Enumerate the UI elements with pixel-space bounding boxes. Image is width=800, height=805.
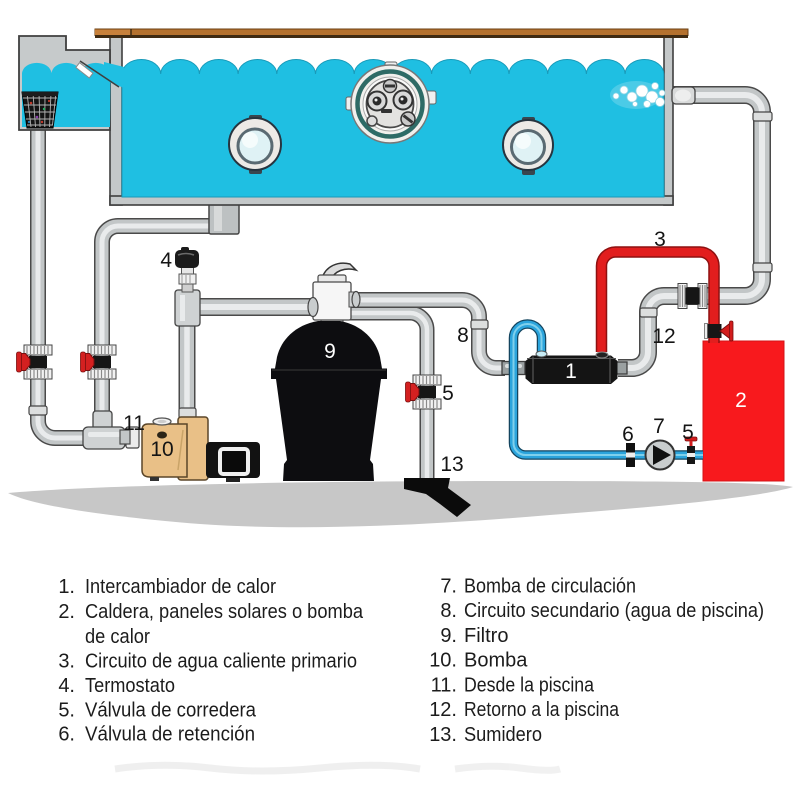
svg-text:Circuito secundario (agua de p: Circuito secundario (agua de piscina)	[464, 600, 764, 622]
svg-text:de calor: de calor	[85, 626, 150, 648]
svg-text:Desde la piscina: Desde la piscina	[464, 674, 595, 696]
svg-text:Filtro: Filtro	[464, 625, 508, 647]
svg-text:10.: 10.	[429, 650, 457, 672]
svg-text:5: 5	[682, 421, 694, 444]
svg-text:7.: 7.	[440, 576, 457, 598]
svg-text:Circuito de agua caliente prim: Circuito de agua caliente primario	[85, 651, 357, 673]
svg-text:5: 5	[442, 382, 454, 405]
svg-text:Bomba de circulación: Bomba de circulación	[464, 576, 636, 598]
svg-text:9: 9	[324, 340, 336, 363]
svg-text:Retorno a la piscina: Retorno a la piscina	[464, 699, 620, 721]
svg-text:13: 13	[440, 453, 463, 476]
svg-text:4: 4	[160, 249, 172, 272]
svg-text:Válvula de retención: Válvula de retención	[85, 724, 255, 746]
svg-text:11.: 11.	[431, 674, 457, 696]
svg-text:12: 12	[652, 325, 675, 348]
svg-text:6: 6	[622, 423, 634, 446]
svg-text:9.: 9.	[440, 625, 457, 647]
svg-text:3.: 3.	[58, 651, 75, 673]
svg-text:5.: 5.	[58, 700, 75, 722]
svg-text:Sumidero: Sumidero	[464, 724, 542, 746]
svg-text:8.: 8.	[440, 600, 457, 622]
svg-text:4.: 4.	[58, 675, 75, 697]
svg-text:12.: 12.	[429, 699, 457, 721]
svg-text:Caldera, paneles solares o bom: Caldera, paneles solares o bomba	[85, 601, 364, 623]
svg-text:1: 1	[565, 360, 577, 383]
svg-text:7: 7	[653, 415, 665, 438]
svg-text:11: 11	[123, 412, 145, 435]
svg-text:1.: 1.	[58, 576, 75, 598]
svg-text:Bomba: Bomba	[464, 650, 528, 672]
svg-text:Intercambiador de calor: Intercambiador de calor	[85, 576, 276, 598]
svg-text:Válvula de corredera: Válvula de corredera	[85, 700, 257, 722]
svg-text:3: 3	[654, 228, 666, 251]
svg-text:6.: 6.	[58, 724, 75, 746]
svg-text:10: 10	[150, 438, 173, 461]
svg-text:13.: 13.	[429, 724, 457, 746]
svg-text:Termostato: Termostato	[85, 675, 175, 697]
svg-text:8: 8	[457, 324, 469, 347]
svg-text:2: 2	[735, 389, 747, 412]
svg-text:2.: 2.	[58, 601, 75, 623]
